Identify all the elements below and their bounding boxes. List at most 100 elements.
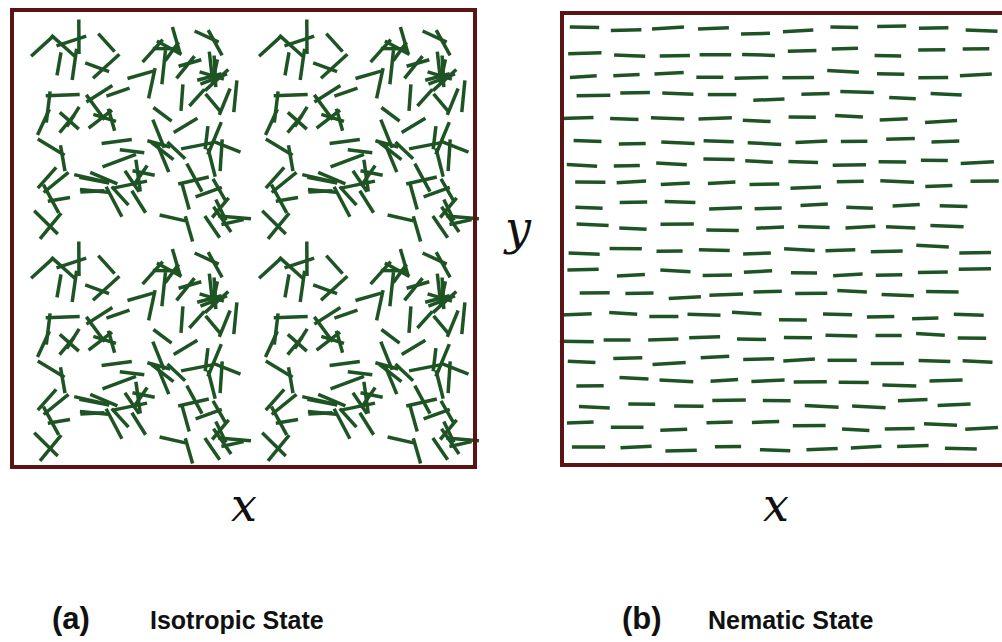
rod [300, 49, 304, 80]
rod [181, 306, 183, 333]
rod [402, 118, 426, 132]
rod [893, 205, 920, 206]
rod [613, 356, 642, 360]
rod [709, 208, 742, 209]
rod [614, 164, 640, 168]
rod [886, 137, 915, 141]
nematic-rods [560, 26, 999, 451]
rod [784, 249, 815, 251]
rod [782, 76, 814, 80]
rod [748, 143, 782, 145]
rod [79, 177, 109, 183]
rod [916, 245, 949, 247]
rod [837, 291, 867, 292]
rod [715, 445, 741, 449]
rod [213, 141, 241, 152]
rod [98, 256, 114, 274]
rod [112, 403, 147, 410]
rod [208, 148, 215, 176]
rod [295, 329, 307, 349]
rod [326, 34, 342, 52]
rod [827, 70, 859, 72]
rod [830, 25, 858, 29]
rod [102, 361, 132, 365]
rod [381, 330, 399, 344]
rod [839, 380, 869, 384]
rod [120, 150, 145, 153]
rod [46, 95, 80, 96]
rod [46, 317, 80, 318]
rod [619, 228, 646, 229]
rod [436, 370, 443, 398]
rod [336, 109, 342, 131]
rod [568, 361, 596, 362]
rod [701, 356, 730, 358]
rod [80, 190, 108, 193]
rod [38, 389, 56, 410]
rod [179, 60, 202, 66]
rod [307, 399, 337, 405]
rod [377, 290, 384, 320]
rod [72, 49, 76, 80]
rod [707, 420, 733, 424]
rod [302, 175, 336, 183]
rod [302, 397, 336, 405]
rod [417, 311, 432, 328]
rod [409, 84, 411, 111]
rod [157, 144, 169, 172]
rod [433, 216, 448, 238]
rod [617, 274, 645, 276]
rod [174, 340, 198, 354]
rod [424, 187, 450, 197]
rod [560, 340, 594, 344]
rod [125, 393, 139, 414]
rod [424, 409, 450, 419]
rod [410, 182, 418, 209]
rod [289, 145, 294, 171]
rod [875, 54, 902, 58]
rod [779, 318, 807, 322]
rod [961, 162, 994, 164]
rod [326, 256, 342, 274]
rod [651, 118, 684, 119]
axis-label: x [231, 482, 257, 528]
rod [434, 94, 449, 112]
rod [788, 162, 818, 163]
rod [788, 49, 817, 53]
isotropic-rods [31, 19, 479, 463]
rod [783, 359, 815, 361]
rod [353, 171, 367, 192]
rod [826, 333, 858, 337]
rod [128, 293, 154, 300]
rod [388, 437, 414, 443]
rod [274, 317, 308, 318]
rod [842, 429, 869, 431]
rod [732, 312, 762, 314]
rod [954, 314, 984, 315]
rod [807, 448, 838, 449]
rod [662, 93, 693, 94]
rod [665, 202, 696, 203]
rod [160, 215, 186, 221]
rod [106, 88, 129, 96]
rod [295, 107, 307, 127]
rod [31, 258, 53, 278]
rod [852, 406, 886, 408]
rod [182, 404, 190, 431]
rod [209, 274, 213, 305]
rod [698, 28, 729, 29]
rod [38, 167, 56, 188]
rod [390, 272, 394, 306]
rod [604, 338, 631, 342]
rod [930, 380, 963, 381]
rod [407, 282, 430, 288]
rod [898, 400, 928, 401]
rod [120, 372, 145, 375]
axis-label: x [763, 482, 789, 528]
rod [789, 115, 816, 119]
rod [835, 116, 863, 117]
rod [609, 313, 637, 315]
rod [703, 157, 734, 161]
rod [57, 52, 61, 75]
rod [162, 50, 166, 84]
